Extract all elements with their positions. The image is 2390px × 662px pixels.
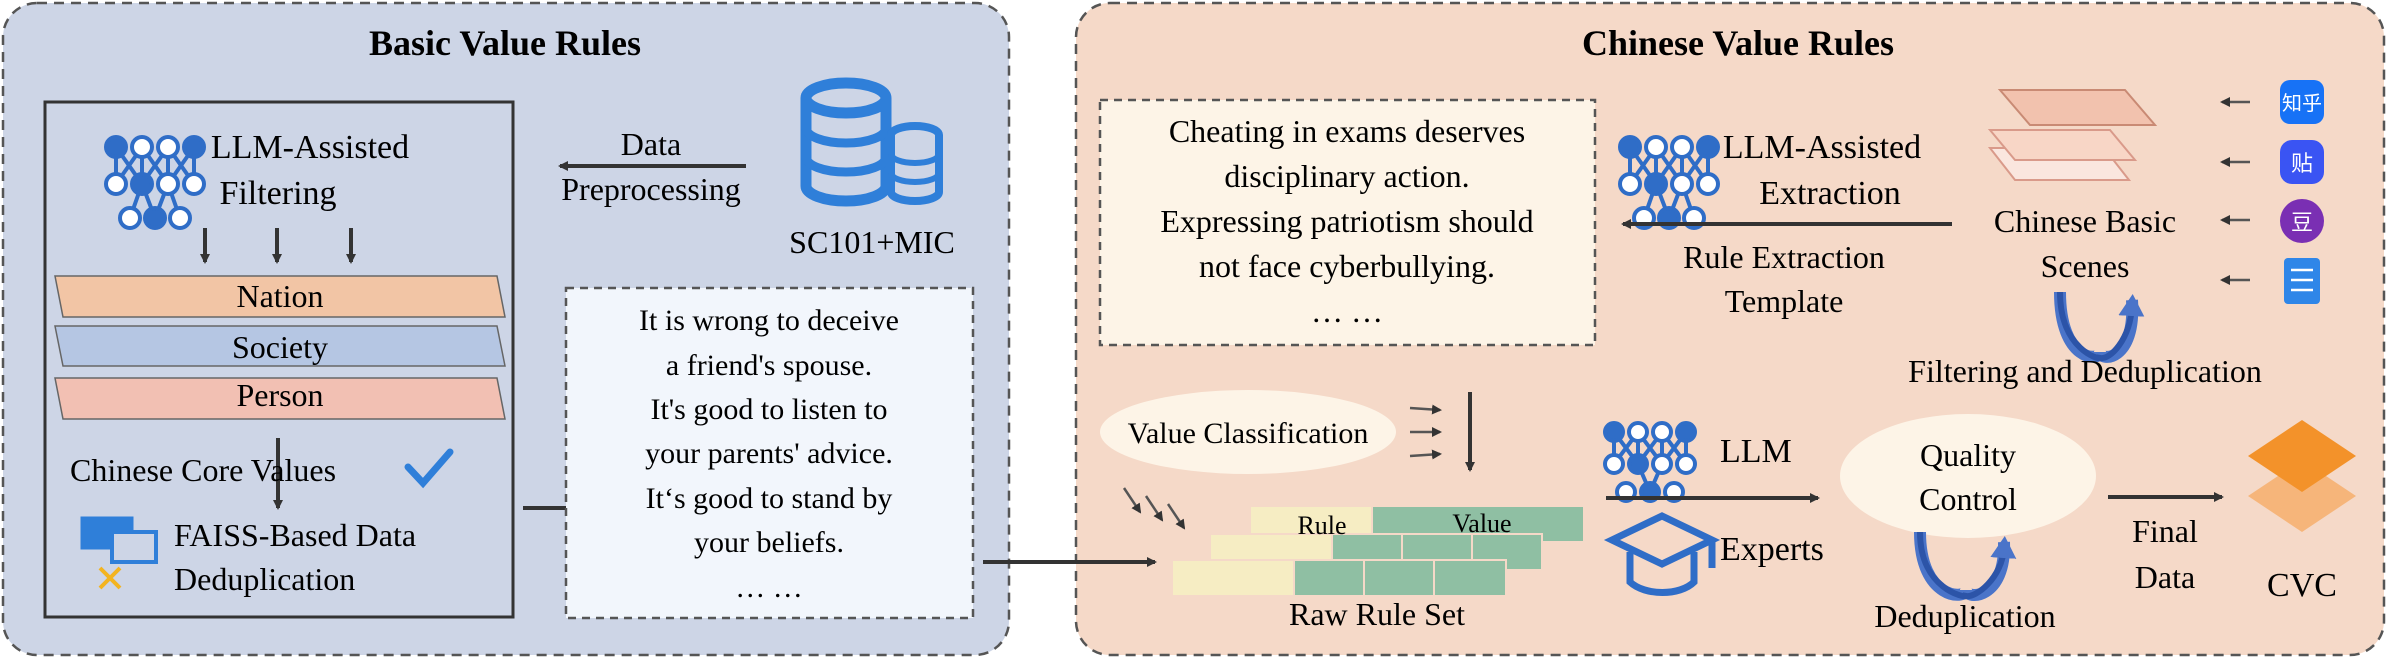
raw-rule-set-table: [1171, 505, 1585, 597]
chinese-example-2: disciplinary action.: [1224, 158, 1469, 194]
deduplication-label: Deduplication: [1874, 598, 2055, 634]
basic-example-3: It's good to listen to: [650, 393, 887, 426]
quality-control-oval: [1840, 414, 2096, 538]
faiss-icon: [80, 516, 158, 590]
filter-down-arrows: [200, 228, 356, 264]
right-panel-title: Chinese Value Rules: [1582, 23, 1894, 63]
scenes-stack-icon: [1987, 89, 2158, 181]
filtering-dedup-label: Filtering and Deduplication: [1908, 353, 2262, 389]
basic-example-6: your beliefs.: [694, 526, 844, 559]
basic-value-rules-panel: Basic Value Rules LLM-Assisted Filtering: [1, 1, 1011, 657]
source-label: SC101+MIC: [789, 224, 955, 260]
neural-network-icon: [104, 135, 206, 230]
svg-text:知乎: 知乎: [2282, 92, 2322, 115]
llm-filtering-line2: Filtering: [219, 175, 336, 212]
database-icon: [800, 77, 943, 207]
raw-rule-set-label: Raw Rule Set: [1289, 596, 1465, 632]
chinese-example-1: Cheating in exams deserves: [1169, 113, 1525, 149]
left-panel-title: Basic Value Rules: [369, 23, 641, 63]
tieba-icon: 贴: [2280, 140, 2324, 184]
nation-label: Nation: [236, 278, 323, 314]
basic-example-2: a friend's spouse.: [666, 349, 872, 382]
table-value-header: Value: [1452, 509, 1511, 538]
cvc-label: CVC: [2267, 567, 2337, 604]
document-icon: [2284, 258, 2320, 304]
basic-example-1: It is wrong to deceive: [639, 304, 899, 337]
scenes-line2: Scenes: [2041, 248, 2130, 284]
data-preprocessing-line1: Data: [621, 126, 681, 162]
value-classification-oval: [1100, 390, 1396, 474]
faiss-line2: Deduplication: [174, 561, 355, 597]
faiss-line1: FAISS-Based Data: [174, 517, 416, 553]
filtering-box: [43, 100, 515, 619]
checkmark-icon: [404, 448, 454, 489]
scenes-line1: Chinese Basic: [1994, 203, 2176, 239]
template-line2: Template: [1725, 283, 1844, 319]
svg-text:豆: 豆: [2291, 210, 2313, 235]
final-data-line1: Final: [2132, 513, 2198, 549]
person-label: Person: [236, 377, 323, 413]
chinese-value-rules-panel: Chinese Value Rules Cheating in exams de…: [983, 1, 2386, 657]
zhihu-icon: 知乎: [2280, 80, 2324, 124]
basic-examples-box: [564, 286, 975, 620]
chinese-example-ellipsis: … …: [1311, 293, 1383, 329]
quality-control-line2: Control: [1919, 481, 2017, 517]
data-preprocessing-line2: Preprocessing: [561, 171, 741, 207]
chinese-example-3: Expressing patriotism should: [1160, 203, 1533, 239]
svg-text:贴: 贴: [2291, 151, 2313, 176]
nation-layer: [54, 275, 506, 318]
core-values-label: Chinese Core Values: [70, 452, 336, 488]
platform-icons: [2220, 97, 2250, 285]
cvc-logo-icon: [2248, 420, 2356, 532]
graduation-cap-icon: [1603, 512, 1721, 596]
template-line1: Rule Extraction: [1683, 239, 1885, 275]
classification-small-arrows: [1122, 404, 1442, 530]
value-classification-label: Value Classification: [1128, 417, 1369, 450]
final-data-line2: Data: [2135, 559, 2195, 595]
llm-label: LLM: [1720, 433, 1792, 470]
chinese-examples-box: [1098, 98, 1597, 347]
quality-control-line1: Quality: [1920, 437, 2016, 473]
douban-icon: 豆: [2280, 199, 2324, 243]
society-layer: [54, 325, 506, 367]
llm-extraction-line1: LLM-Assisted: [1723, 129, 1921, 166]
basic-example-4: your parents' advice.: [645, 437, 893, 470]
basic-example-5: It‘s good to stand by: [646, 482, 893, 515]
experts-label: Experts: [1720, 531, 1824, 568]
society-label: Society: [232, 329, 328, 365]
table-rule-header: Rule: [1297, 511, 1346, 540]
person-layer: [54, 377, 506, 420]
llm-filtering-line1: LLM-Assisted: [211, 129, 409, 166]
llm-extraction-line2: Extraction: [1759, 175, 1901, 212]
chinese-example-4: not face cyberbullying.: [1199, 248, 1495, 284]
basic-example-ellipsis: … …: [735, 571, 803, 604]
